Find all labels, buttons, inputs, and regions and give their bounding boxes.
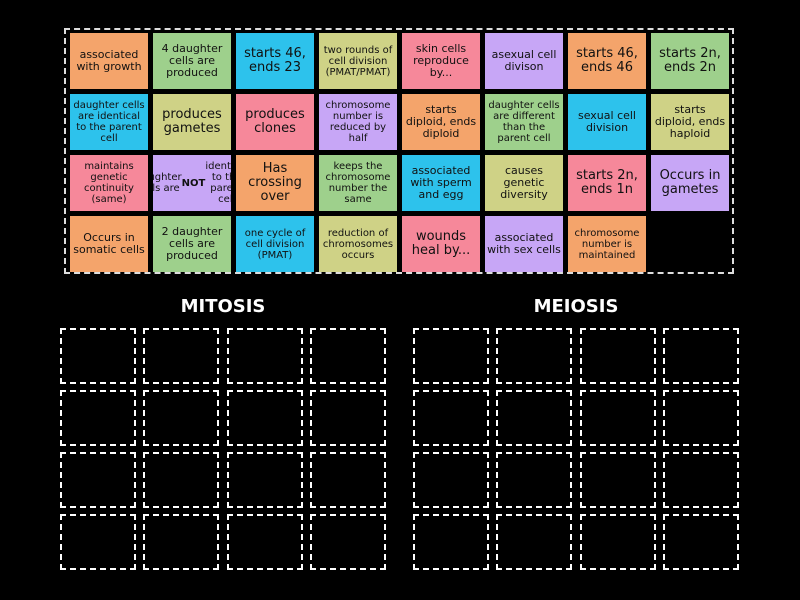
mitosis-slot[interactable] (60, 452, 136, 508)
sort-card[interactable]: starts 46, ends 23 (236, 33, 314, 89)
mitosis-slot[interactable] (227, 328, 303, 384)
meiosis-slot[interactable] (580, 390, 656, 446)
mitosis-slot[interactable] (60, 390, 136, 446)
meiosis-slot[interactable] (496, 328, 572, 384)
sort-card[interactable]: 4 daughter cells are produced (153, 33, 231, 89)
sort-card[interactable]: one cycle of cell division (PMAT) (236, 216, 314, 272)
sort-card[interactable]: Occurs in somatic cells (70, 216, 148, 272)
meiosis-slot[interactable] (413, 390, 489, 446)
sort-card[interactable]: daughter cells are NOT identical to the … (153, 155, 231, 211)
meiosis-slot[interactable] (413, 514, 489, 570)
mitosis-heading: MITOSIS (180, 296, 266, 317)
mitosis-slot[interactable] (60, 514, 136, 570)
meiosis-slot[interactable] (580, 328, 656, 384)
sort-card[interactable]: Has crossing over (236, 155, 314, 211)
sort-card[interactable]: chromosome number is maintained (568, 216, 646, 272)
sort-card[interactable]: starts 2n, ends 1n (568, 155, 646, 211)
sort-card[interactable]: chromosome number is reduced by half (319, 94, 397, 150)
meiosis-slot[interactable] (496, 452, 572, 508)
sort-card[interactable]: daughter cells are identical to the pare… (70, 94, 148, 150)
meiosis-slot[interactable] (580, 514, 656, 570)
sort-card[interactable]: causes genetic diversity (485, 155, 563, 211)
sort-card[interactable]: starts 46, ends 46 (568, 33, 646, 89)
mitosis-slot[interactable] (227, 452, 303, 508)
sort-card[interactable]: maintains genetic continuity (same) (70, 155, 148, 211)
sort-card[interactable]: keeps the chromosome number the same (319, 155, 397, 211)
sort-card[interactable]: two rounds of cell division (PMAT/PMAT) (319, 33, 397, 89)
sort-card[interactable]: 2 daughter cells are produced (153, 216, 231, 272)
mitosis-slot[interactable] (227, 390, 303, 446)
sort-card[interactable]: starts diploid, ends diploid (402, 94, 480, 150)
mitosis-slot[interactable] (227, 514, 303, 570)
meiosis-slot[interactable] (580, 452, 656, 508)
mitosis-slot[interactable] (310, 514, 386, 570)
sort-card[interactable]: associated with sex cells (485, 216, 563, 272)
sort-card[interactable]: Occurs in gametes (651, 155, 729, 211)
sort-card[interactable]: associated with sperm and egg (402, 155, 480, 211)
mitosis-slot[interactable] (310, 452, 386, 508)
mitosis-slot[interactable] (143, 514, 219, 570)
mitosis-slot[interactable] (143, 328, 219, 384)
sort-card[interactable]: starts 2n, ends 2n (651, 33, 729, 89)
sort-card[interactable]: wounds heal by... (402, 216, 480, 272)
meiosis-slot[interactable] (663, 390, 739, 446)
meiosis-slot[interactable] (663, 328, 739, 384)
mitosis-slot[interactable] (60, 328, 136, 384)
sort-card[interactable]: produces clones (236, 94, 314, 150)
sort-card[interactable]: skin cells reproduce by... (402, 33, 480, 89)
mitosis-slot[interactable] (310, 328, 386, 384)
mitosis-slot[interactable] (310, 390, 386, 446)
sort-card[interactable]: associated with growth (70, 33, 148, 89)
meiosis-slot[interactable] (413, 452, 489, 508)
meiosis-slot[interactable] (663, 452, 739, 508)
sort-card[interactable]: reduction of chromosomes occurs (319, 216, 397, 272)
meiosis-heading: MEIOSIS (533, 296, 619, 317)
sort-card[interactable]: asexual cell divison (485, 33, 563, 89)
meiosis-slot[interactable] (413, 328, 489, 384)
sort-card[interactable]: starts diploid, ends haploid (651, 94, 729, 150)
mitosis-slot[interactable] (143, 390, 219, 446)
meiosis-slot[interactable] (663, 514, 739, 570)
sort-card[interactable]: produces gametes (153, 94, 231, 150)
meiosis-slot[interactable] (496, 514, 572, 570)
sort-card[interactable]: daughter cells are different than the pa… (485, 94, 563, 150)
mitosis-slot[interactable] (143, 452, 219, 508)
sort-card[interactable]: sexual cell division (568, 94, 646, 150)
meiosis-slot[interactable] (496, 390, 572, 446)
